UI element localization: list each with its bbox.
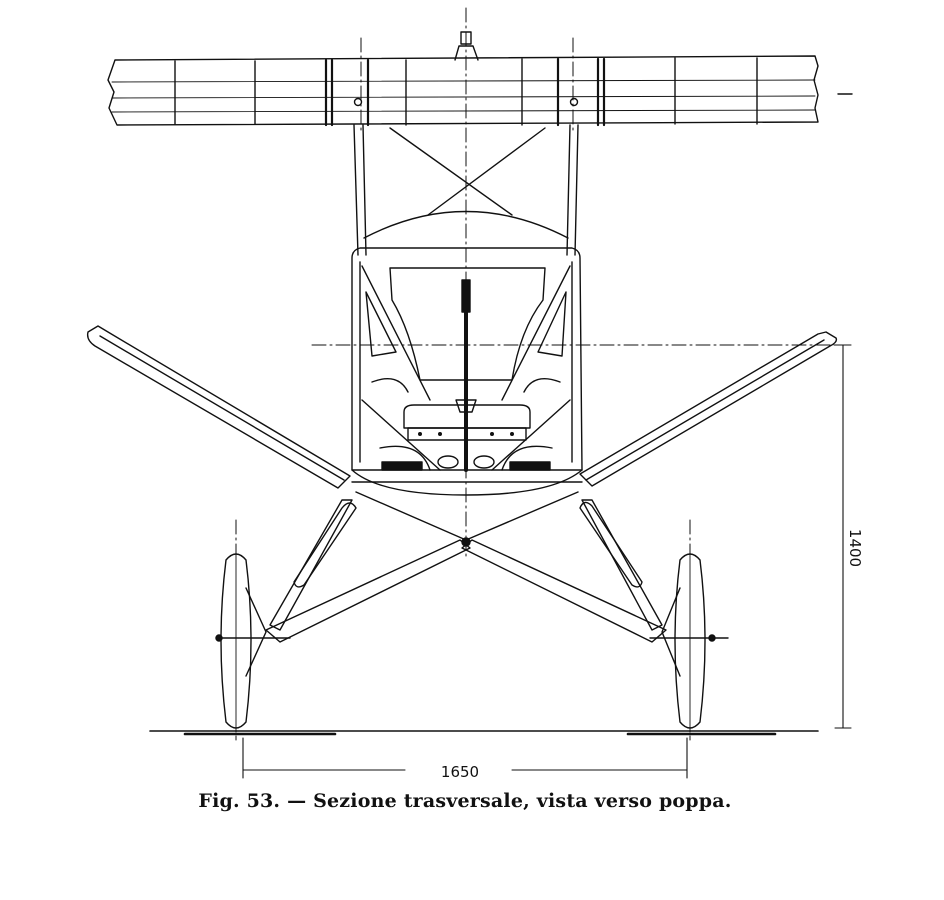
right-lower-strut — [579, 331, 838, 487]
fuselage — [351, 210, 583, 496]
track-dimension — [242, 737, 688, 779]
figure-caption: Fig. 53. — Sezione trasversale, vista ve… — [198, 790, 732, 812]
track-dimension-label: 1650 — [441, 763, 479, 781]
tank-cap — [454, 31, 479, 61]
upper-wing — [107, 55, 853, 127]
right-wheel — [649, 551, 729, 731]
cabane-struts — [353, 124, 579, 256]
height-dimension-label: 1400 — [846, 529, 864, 567]
left-lower-strut — [86, 325, 351, 489]
height-dimension — [834, 344, 852, 729]
ground-line — [149, 730, 819, 736]
left-wheel — [215, 551, 291, 731]
